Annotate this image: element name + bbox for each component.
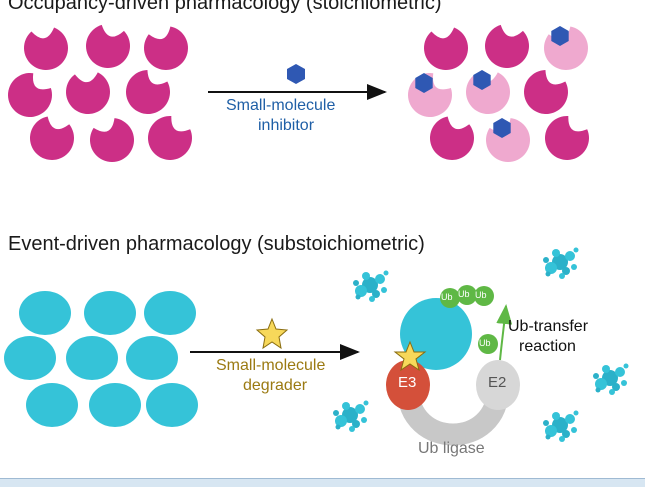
target-protein <box>4 336 56 380</box>
target-protein <box>408 73 452 117</box>
target-protein <box>144 291 196 335</box>
transfer-label-line2: reaction <box>519 338 576 355</box>
target-protein <box>84 291 136 335</box>
inhibitor-bound-icon <box>551 26 569 46</box>
target-protein <box>19 291 71 335</box>
target-protein <box>66 72 110 114</box>
ub-transfer-arrow <box>496 304 513 361</box>
degraded-protein-fragments <box>333 247 629 442</box>
target-protein <box>126 336 178 380</box>
bottom-border <box>0 478 645 487</box>
target-protein <box>90 118 134 162</box>
inhibitor-label-line1: Small-molecule <box>226 97 336 114</box>
target-protein <box>148 116 192 160</box>
target-protein <box>524 70 568 114</box>
ub-ligase-complex <box>386 285 520 446</box>
fragment-cluster <box>333 400 369 432</box>
target-protein <box>430 116 474 160</box>
target-protein <box>544 26 588 70</box>
target-protein <box>144 26 188 70</box>
target-protein <box>66 336 118 380</box>
target-protein <box>485 24 529 68</box>
target-protein <box>126 70 170 114</box>
top-panel-title: Occupancy-driven pharmacology (stoichiom… <box>8 0 442 14</box>
inhibitor-hexagon-icon <box>287 64 305 84</box>
ub-tag: Ub <box>479 338 491 348</box>
e2-subunit <box>476 360 520 410</box>
e3-label: E3 <box>398 374 417 391</box>
target-protein <box>30 116 74 160</box>
inhibitor-label-line2: inhibitor <box>258 117 315 134</box>
degrader-star-bound-icon <box>393 340 427 372</box>
bottom-panel-title: Event-driven pharmacology (substoichiome… <box>8 233 425 255</box>
target-protein <box>486 118 530 162</box>
target-proteins-unbound <box>8 24 192 162</box>
ub-chain-2 <box>457 285 477 305</box>
ub-free <box>478 334 498 354</box>
ub-ligase-label: Ub ligase <box>418 440 485 457</box>
target-proteins-intact <box>4 291 198 427</box>
fragment-cluster <box>353 270 389 302</box>
inhibitor-bound-icon <box>415 73 433 93</box>
degrader-star-icon <box>255 317 289 350</box>
target-protein <box>26 383 78 427</box>
target-protein <box>8 73 52 117</box>
target-protein <box>424 27 468 71</box>
fragment-cluster <box>593 363 629 395</box>
fragment-cluster <box>543 247 579 279</box>
e3-subunit <box>386 360 430 410</box>
inhibitor-bound-icon <box>493 118 511 138</box>
target-protein <box>89 383 141 427</box>
ub-chain-3 <box>474 286 494 306</box>
target-protein <box>24 27 68 71</box>
ub-tag: Ub <box>475 290 487 300</box>
fragment-cluster <box>543 410 579 442</box>
degrader-label-line1: Small-molecule <box>216 357 326 374</box>
target-protein <box>545 116 589 160</box>
ub-tag: Ub <box>458 289 470 299</box>
target-proteins-with-inhibitor <box>408 24 589 162</box>
inhibitor-bound-icon <box>473 70 491 90</box>
target-protein <box>146 383 198 427</box>
ub-tag: Ub <box>441 292 453 302</box>
ub-chain-1 <box>440 288 460 308</box>
transfer-label-line1: Ub-transfer <box>508 318 589 335</box>
target-protein <box>86 24 130 68</box>
degrader-label-line2: degrader <box>243 377 308 394</box>
e2-label: E2 <box>488 374 507 391</box>
